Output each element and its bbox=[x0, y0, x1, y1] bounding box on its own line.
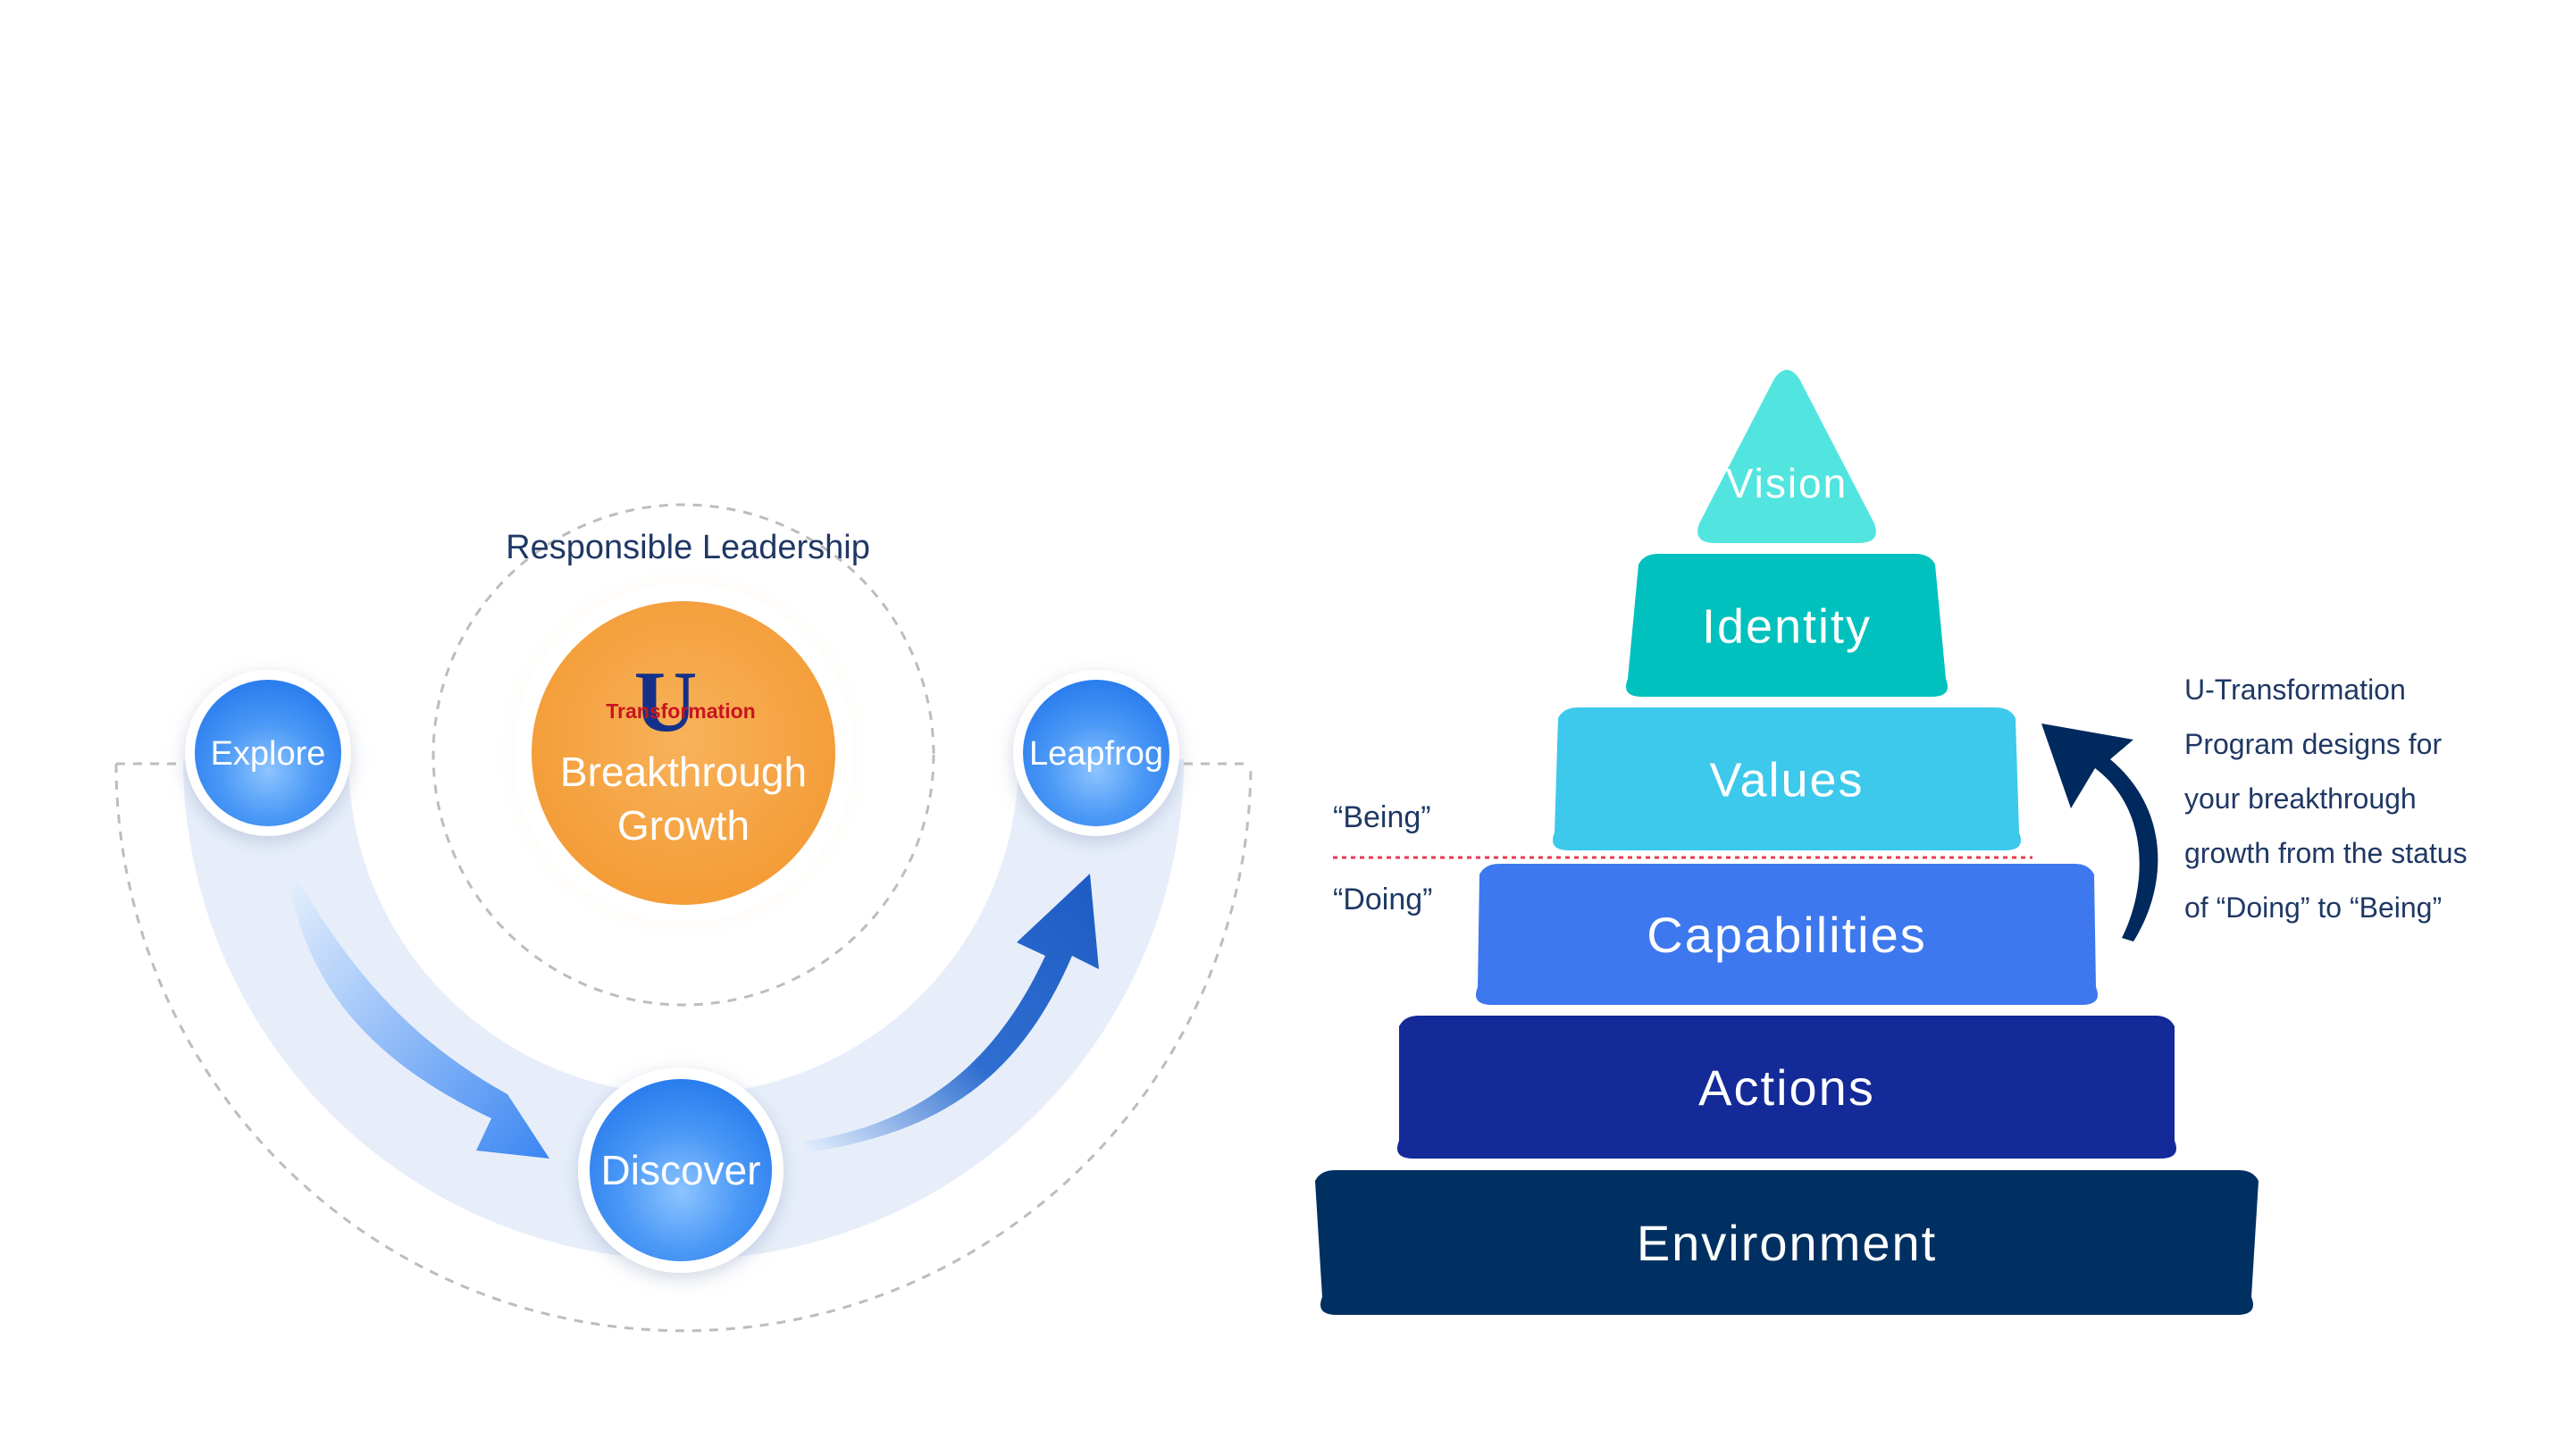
pyramid-level-vision bbox=[1697, 370, 1876, 543]
pyramid-level-capabilities bbox=[1476, 864, 2098, 1005]
discover-to-leapfrog-arrow bbox=[804, 874, 1099, 1152]
note-line-1: U-Transformation bbox=[2184, 674, 2406, 706]
logical-levels-pyramid: VisionIdentityValuesCapabilitiesActionsE… bbox=[1315, 370, 2259, 1315]
pyramid-level-environment bbox=[1315, 1170, 2259, 1315]
outer-dashed-arc bbox=[114, 762, 1253, 1333]
explore-to-discover-arrow bbox=[288, 877, 549, 1159]
center-circle bbox=[532, 601, 835, 905]
being-label: “Being” bbox=[1333, 800, 1431, 834]
pyramid-level-identity bbox=[1626, 554, 1948, 697]
pyramid-label-environment: Environment bbox=[1637, 1215, 1937, 1271]
note-line-2: Program designs for bbox=[2184, 728, 2442, 760]
pyramid-label-capabilities: Capabilities bbox=[1647, 907, 1927, 963]
node-explore[interactable] bbox=[185, 670, 351, 836]
note-line-3: your breakthrough bbox=[2184, 782, 2417, 815]
leadership-dashed-ring bbox=[432, 503, 935, 1007]
pyramid-label-values: Values bbox=[1709, 753, 1864, 807]
node-discover-label: Discover bbox=[601, 1147, 761, 1193]
center-label-line1: Breakthrough bbox=[560, 749, 807, 795]
pyramid-label-identity: Identity bbox=[1702, 599, 1872, 653]
note-line-4: growth from the status bbox=[2184, 837, 2468, 869]
pyramid-level-values bbox=[1553, 707, 2021, 850]
node-discover[interactable] bbox=[578, 1067, 784, 1273]
node-explore-label: Explore bbox=[211, 735, 326, 773]
cycle-band bbox=[183, 759, 1184, 1259]
pyramid-label-actions: Actions bbox=[1698, 1059, 1875, 1116]
doing-to-being-arrow bbox=[2041, 724, 2158, 941]
note-line-5: of “Doing” to “Being” bbox=[2184, 891, 2442, 924]
doing-label: “Doing” bbox=[1333, 883, 1432, 916]
ring-label: Responsible Leadership bbox=[506, 529, 870, 566]
logo-word: Transformation bbox=[606, 699, 755, 723]
center-label-line2: Growth bbox=[617, 802, 750, 849]
pyramid-label-vision: Vision bbox=[1726, 460, 1848, 506]
pyramid-level-actions bbox=[1397, 1016, 2176, 1159]
node-leapfrog[interactable] bbox=[1013, 670, 1179, 836]
node-leapfrog-label: Leapfrog bbox=[1029, 735, 1163, 773]
logo-letter: U bbox=[634, 654, 698, 750]
u-transformation-logo: U Transformation bbox=[606, 654, 755, 750]
transformation-note: U-Transformation Program designs for you… bbox=[2184, 674, 2468, 924]
growth-cycle-diagram: Responsible Leadership U Transformation … bbox=[114, 503, 1253, 1333]
